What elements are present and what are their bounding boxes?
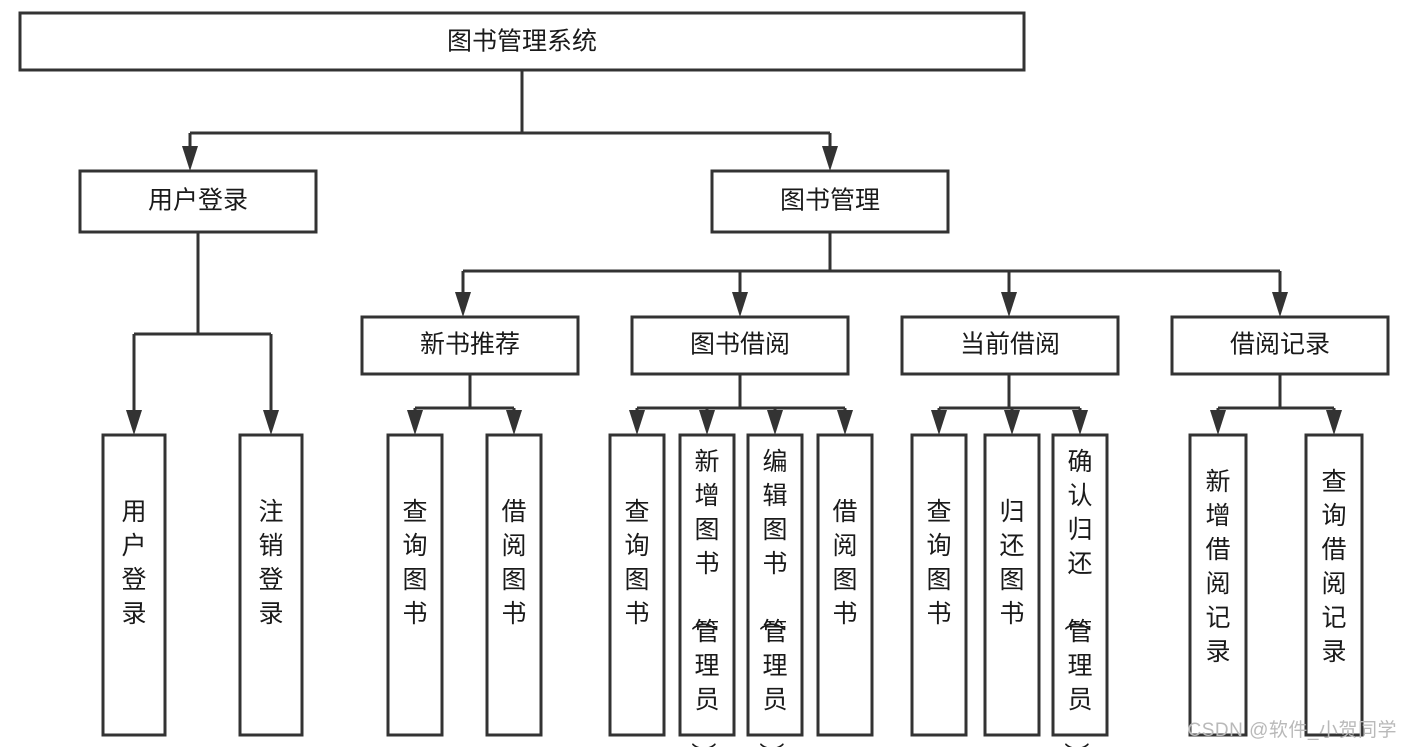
leaf-node-query-book-1-label: 查询图书 <box>402 498 427 628</box>
leaf-node-query-book-1[interactable]: 查询图书 <box>386 433 444 737</box>
arrow-record-to-leaf2 <box>1326 410 1342 435</box>
leaf-node-query-book-1-box[interactable] <box>386 433 444 737</box>
node-current-borrow-label: 当前借阅 <box>960 331 1060 359</box>
node-new-book-recommend-label: 新书推荐 <box>420 331 520 359</box>
leaf-node-query-borrow-record-box[interactable] <box>1304 433 1364 737</box>
arrow-bookmgmt-to-current <box>1001 292 1017 317</box>
watermark-csdn: CSDN @软件_小贺同学 <box>1187 720 1397 741</box>
arrow-current-to-leaf3 <box>1072 410 1088 435</box>
node-root-label: 图书管理系统 <box>447 28 597 56</box>
leaf-node-query-book-2[interactable]: 查询图书 <box>608 433 666 737</box>
leaf-node-borrow-book-2-label: 借阅图书 <box>832 498 857 628</box>
leaf-node-borrow-book-1[interactable]: 借阅图书 <box>485 433 543 737</box>
leaf-node-edit-book-admin-label: 编辑图书（管理员） <box>756 448 787 747</box>
leaf-node-add-borrow-record-label: 新增借阅记录 <box>1205 468 1230 666</box>
node-book-borrow-box[interactable] <box>630 315 850 376</box>
leaf-node-user-login[interactable]: 用户登录 <box>101 433 167 737</box>
leaf-node-borrow-book-2[interactable]: 借阅图书 <box>816 433 874 737</box>
arrow-userlogin-to-leaf1 <box>126 410 142 435</box>
leaf-nodes-layer: 用户登录 注销登录 查询图书 借阅图书 查询图书 新增图书（管理员） <box>101 433 1364 747</box>
arrow-current-to-leaf2 <box>1004 410 1020 435</box>
leaf-node-return-book-label: 归还图书 <box>999 498 1024 628</box>
leaf-node-return-book-box[interactable] <box>983 433 1041 737</box>
arrow-current-to-leaf1 <box>931 410 947 435</box>
leaf-node-edit-book-admin[interactable]: 编辑图书（管理员） <box>746 433 804 747</box>
node-book-borrow[interactable]: 图书借阅 <box>630 315 850 376</box>
arrow-borrow-to-leaf2 <box>699 410 715 435</box>
leaf-node-add-book-admin-label: 新增图书（管理员） <box>688 448 719 747</box>
arrow-borrow-to-leaf3 <box>767 410 783 435</box>
leaf-node-add-borrow-record-box[interactable] <box>1188 433 1248 737</box>
node-user-login[interactable]: 用户登录 <box>78 169 318 234</box>
leaf-node-confirm-return-admin-label: 确认归还（管理员） <box>1061 448 1092 747</box>
leaf-node-query-book-3-label: 查询图书 <box>926 498 951 628</box>
leaf-node-query-book-3-box[interactable] <box>910 433 968 737</box>
arrow-root-to-book-mgmt <box>822 146 838 171</box>
leaf-node-user-login-label: 用户登录 <box>121 498 146 628</box>
node-user-login-label: 用户登录 <box>148 187 248 215</box>
node-new-book-recommend-box[interactable] <box>360 315 580 376</box>
leaf-node-confirm-return-admin-box[interactable] <box>1051 433 1109 737</box>
arrow-borrow-to-leaf1 <box>629 410 645 435</box>
node-current-borrow[interactable]: 当前借阅 <box>900 315 1120 376</box>
node-book-management-box[interactable] <box>710 169 950 234</box>
arrow-root-to-user-login <box>182 146 198 171</box>
leaf-node-add-book-admin[interactable]: 新增图书（管理员） <box>678 433 736 747</box>
leaf-node-return-book[interactable]: 归还图书 <box>983 433 1041 737</box>
node-book-management[interactable]: 图书管理 <box>710 169 950 234</box>
leaf-node-query-book-2-box[interactable] <box>608 433 666 737</box>
connector-layer <box>126 70 1342 435</box>
arrow-borrow-to-leaf4 <box>837 410 853 435</box>
leaf-node-logout-box[interactable] <box>238 433 304 737</box>
arrow-bookmgmt-to-new-book <box>455 292 471 317</box>
node-book-borrow-label: 图书借阅 <box>690 331 790 359</box>
leaf-node-borrow-book-1-label: 借阅图书 <box>501 498 526 628</box>
leaf-node-edit-book-admin-box[interactable] <box>746 433 804 737</box>
leaf-node-borrow-book-1-box[interactable] <box>485 433 543 737</box>
arrow-newbook-to-leaf2 <box>506 410 522 435</box>
leaf-node-add-borrow-record[interactable]: 新增借阅记录 <box>1188 433 1248 737</box>
arrow-bookmgmt-to-borrow <box>732 292 748 317</box>
leaf-node-query-book-3[interactable]: 查询图书 <box>910 433 968 737</box>
leaf-node-confirm-return-admin[interactable]: 确认归还（管理员） <box>1051 433 1109 747</box>
leaf-node-borrow-book-2-box[interactable] <box>816 433 874 737</box>
node-root[interactable]: 图书管理系统 <box>18 11 1026 72</box>
arrow-userlogin-to-leaf2 <box>263 410 279 435</box>
node-book-management-label: 图书管理 <box>780 187 880 215</box>
node-root-box[interactable] <box>18 11 1026 72</box>
leaf-node-query-borrow-record-label: 查询借阅记录 <box>1321 468 1346 666</box>
arrow-record-to-leaf1 <box>1210 410 1226 435</box>
node-user-login-box[interactable] <box>78 169 318 234</box>
leaf-node-user-login-box[interactable] <box>101 433 167 737</box>
node-current-borrow-box[interactable] <box>900 315 1120 376</box>
leaf-node-logout-label: 注销登录 <box>258 498 283 628</box>
node-borrow-record-box[interactable] <box>1170 315 1390 376</box>
leaf-node-query-book-2-label: 查询图书 <box>624 498 649 628</box>
arrow-bookmgmt-to-record <box>1272 292 1288 317</box>
node-new-book-recommend[interactable]: 新书推荐 <box>360 315 580 376</box>
node-borrow-record-label: 借阅记录 <box>1230 331 1330 359</box>
arrow-newbook-to-leaf1 <box>407 410 423 435</box>
leaf-node-query-borrow-record[interactable]: 查询借阅记录 <box>1304 433 1364 737</box>
node-borrow-record[interactable]: 借阅记录 <box>1170 315 1390 376</box>
leaf-node-logout[interactable]: 注销登录 <box>238 433 304 737</box>
leaf-node-add-book-admin-box[interactable] <box>678 433 736 737</box>
